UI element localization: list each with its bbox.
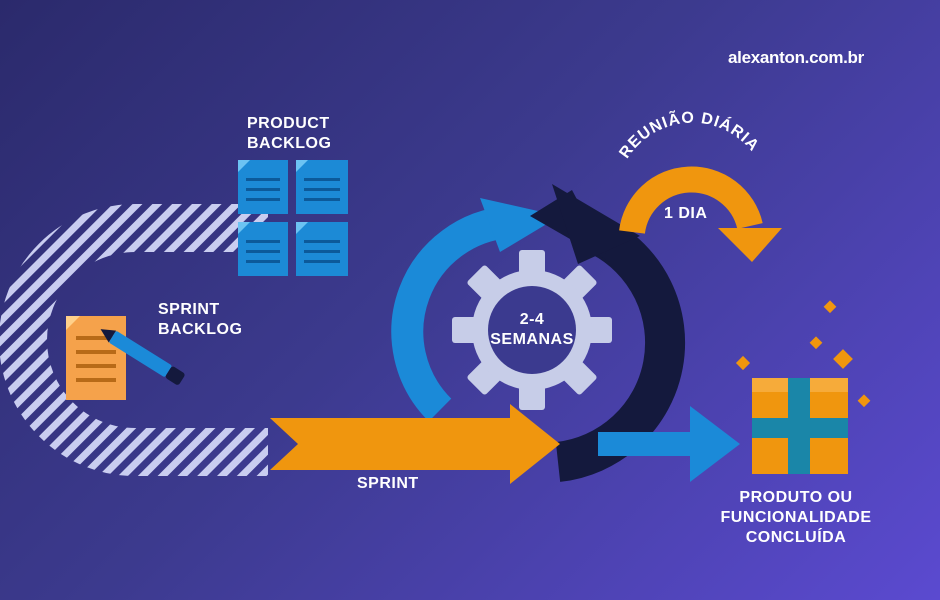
document-icon (238, 222, 288, 276)
delivery-arrow (598, 406, 740, 482)
site-watermark: alexanton.com.br (728, 48, 864, 67)
document-icon (296, 160, 348, 214)
daily-meeting-label: REUNIÃO DIÁRIA (616, 108, 762, 162)
sprint-backlog-icon (66, 316, 185, 400)
product-done-line-2: FUNCIONALIDADE (720, 509, 872, 526)
daily-duration-label: 1 DIA (664, 205, 708, 222)
backlog-flow-loop (0, 204, 268, 476)
product-box-icon (752, 378, 848, 474)
sparkle-icon (735, 300, 871, 408)
gear-icon (452, 250, 612, 410)
product-backlog-label: PRODUCT BACKLOG (247, 114, 331, 154)
cycle-duration-line-2: SEMANAS (490, 331, 574, 348)
sprint-backlog-line-2: BACKLOG (158, 321, 243, 338)
document-icon (296, 222, 348, 276)
product-done-line-1: PRODUTO OU (739, 489, 853, 506)
cycle-duration-line-1: 2-4 (519, 311, 545, 328)
cycle-duration-label: 2-4 SEMANAS (482, 310, 582, 350)
sprint-backlog-line-1: SPRINT (158, 301, 220, 318)
sprint-label: SPRINT (357, 475, 419, 492)
product-backlog-line-1: PRODUCT (247, 115, 330, 132)
daily-meeting-arrow (619, 166, 782, 262)
pen-icon (100, 329, 185, 385)
document-icon (238, 160, 288, 214)
product-done-line-3: CONCLUÍDA (745, 529, 847, 546)
product-backlog-icon (238, 160, 348, 276)
document-icon (66, 316, 126, 400)
sprint-arrow (270, 404, 560, 484)
sprint-backlog-label: SPRINT BACKLOG (158, 300, 242, 340)
product-backlog-line-2: BACKLOG (247, 135, 332, 152)
product-done-label: PRODUTO OU FUNCIONALIDADE CONCLUÍDA (712, 488, 880, 548)
